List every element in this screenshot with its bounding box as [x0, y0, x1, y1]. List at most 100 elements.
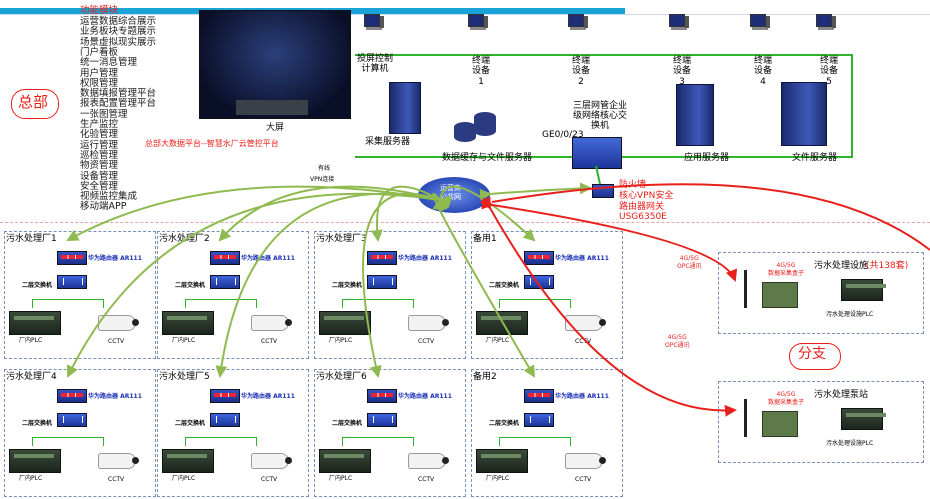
port-label: GE0/0/23	[542, 130, 584, 140]
plant-cctv-icon	[408, 453, 449, 469]
plant-router-icon	[57, 389, 87, 403]
plant-switch-label: 二层交换机	[22, 282, 53, 289]
file-server-icon	[781, 82, 827, 146]
plant-switch-label: 二层交换机	[175, 282, 206, 289]
plant-cctv-icon	[565, 315, 606, 331]
plant-cctv-label: CCTV	[108, 476, 125, 483]
function-list-item: 报表配置管理平台	[80, 98, 157, 110]
collect-server-icon	[389, 82, 421, 134]
plant-router-icon	[524, 389, 554, 403]
plant-router-icon	[57, 251, 87, 265]
plant-switch-label: 二层交换机	[332, 282, 363, 289]
collect-server-label: 采集服务器	[365, 137, 411, 147]
branch-label: 分支	[798, 346, 826, 362]
branch-plc-label: 污水处理设施PLC	[826, 440, 874, 447]
function-list-item: 安全管理	[80, 180, 119, 192]
firewall-label: 防火墙 核心VPN安全 路由器网关 USG6350E	[619, 180, 674, 223]
plant-cctv-icon	[251, 315, 292, 331]
plant-lan-line	[342, 299, 414, 308]
file-server-label: 文件服务器	[792, 153, 838, 163]
plant-switch-icon	[210, 413, 240, 427]
plant-router-label: 华为路由器 AR111	[555, 255, 609, 262]
plant-router-label: 华为路由器 AR111	[241, 393, 295, 400]
plant-switch-icon	[57, 275, 87, 289]
function-list-item: 场景虚拟现实展示	[80, 36, 157, 48]
function-list-header: 功能模块	[80, 5, 119, 16]
terminal-label: 终端 设备 1	[472, 56, 491, 87]
plant-router-label: 华为路由器 AR111	[398, 393, 452, 400]
branch-plc-label: 污水处理设施PLC	[826, 311, 874, 318]
plant-lan-line	[499, 299, 571, 308]
function-list-item: 生产监控	[80, 119, 119, 130]
plant-cctv-label: CCTV	[575, 476, 592, 483]
cache-server-label: 数据缓存与文件服务器	[442, 153, 533, 163]
data-box-icon	[762, 411, 798, 437]
plant-switch-icon	[367, 275, 397, 289]
plant-router-icon	[367, 389, 397, 403]
plant-switch-label: 二层交换机	[489, 420, 520, 427]
plant-plc-icon	[162, 449, 214, 473]
plant-name: 备用1	[473, 234, 497, 244]
plant-switch-icon	[524, 413, 554, 427]
function-list-item: 巡检管理	[80, 149, 119, 161]
function-list-item: 一张图管理	[80, 108, 128, 120]
plant-lan-line	[499, 437, 571, 446]
plant-plc-icon	[476, 311, 528, 335]
plant-switch-label: 二层交换机	[332, 420, 363, 427]
function-list-item: 门户看板	[80, 46, 119, 58]
platform-caption: 总部大数据平台--智慧水厂云管控平台	[145, 139, 279, 148]
branch-site-count: (共138套)	[866, 261, 909, 271]
plant-plc-label: 厂内PLC	[172, 337, 196, 344]
terminal-label: 终端 设备 5	[820, 56, 839, 87]
plant-router-label: 华为路由器 AR111	[88, 393, 142, 400]
plant-name: 污水处理厂3	[316, 234, 367, 244]
plant-router-label: 华为路由器 AR111	[241, 255, 295, 262]
hq-label: 总部	[18, 93, 49, 111]
plant-name: 备用2	[473, 372, 497, 382]
big-screen-label: 大屏	[266, 123, 285, 133]
branch-plc-icon	[841, 279, 886, 301]
plant-cctv-icon	[408, 315, 449, 331]
plant-cctv-label: CCTV	[575, 338, 592, 345]
function-list-item: 运行管理	[80, 139, 119, 151]
terminal-label: 终端 设备 3	[673, 56, 692, 87]
plant-cctv-label: CCTV	[418, 338, 435, 345]
plant-switch-icon	[57, 413, 87, 427]
core-switch-label: 三层网管企业 级网络核心交 换机	[573, 101, 628, 131]
function-list-item: 移动端APP	[80, 201, 127, 213]
plant-router-icon	[210, 389, 240, 403]
plant-plc-label: 厂内PLC	[19, 337, 43, 344]
projector-pc-label: 投屏控制 计算机	[357, 54, 394, 74]
function-list-item: 业务板块专题展示	[80, 26, 157, 38]
top-divider-line	[0, 14, 930, 15]
terminal-pc-icon	[750, 14, 770, 32]
function-list-item: 数据填报管理平台	[80, 88, 157, 100]
plant-router-icon	[210, 251, 240, 265]
hq-boundary	[0, 222, 930, 223]
link-path	[479, 182, 592, 201]
firewall-icon	[592, 184, 614, 198]
plant-plc-icon	[319, 311, 371, 335]
plant-cctv-label: CCTV	[261, 338, 278, 345]
plant-router-label: 华为路由器 AR111	[88, 255, 142, 262]
cellular-link-label-2: 4G/5G OPC通讯	[665, 334, 690, 349]
app-server-icon	[676, 84, 714, 146]
plant-name: 污水处理厂4	[6, 372, 57, 382]
function-list-item: 统一消息管理	[80, 57, 138, 69]
data-box-icon	[762, 282, 798, 308]
antenna-icon	[744, 270, 747, 308]
branch-plc-icon	[841, 408, 886, 430]
plant-cctv-icon	[98, 453, 139, 469]
plant-plc-label: 厂内PLC	[329, 337, 353, 344]
terminal-pc-icon	[568, 14, 588, 32]
plant-cctv-icon	[565, 453, 606, 469]
function-list-item: 物资管理	[80, 160, 119, 172]
projector-pc-icon	[364, 14, 384, 32]
app-server-label: 应用服务器	[684, 153, 730, 163]
plant-plc-icon	[162, 311, 214, 335]
plant-plc-icon	[319, 449, 371, 473]
plant-switch-label: 二层交换机	[489, 282, 520, 289]
plant-name: 污水处理厂6	[316, 372, 367, 382]
function-list-item: 权限管理	[80, 77, 119, 89]
